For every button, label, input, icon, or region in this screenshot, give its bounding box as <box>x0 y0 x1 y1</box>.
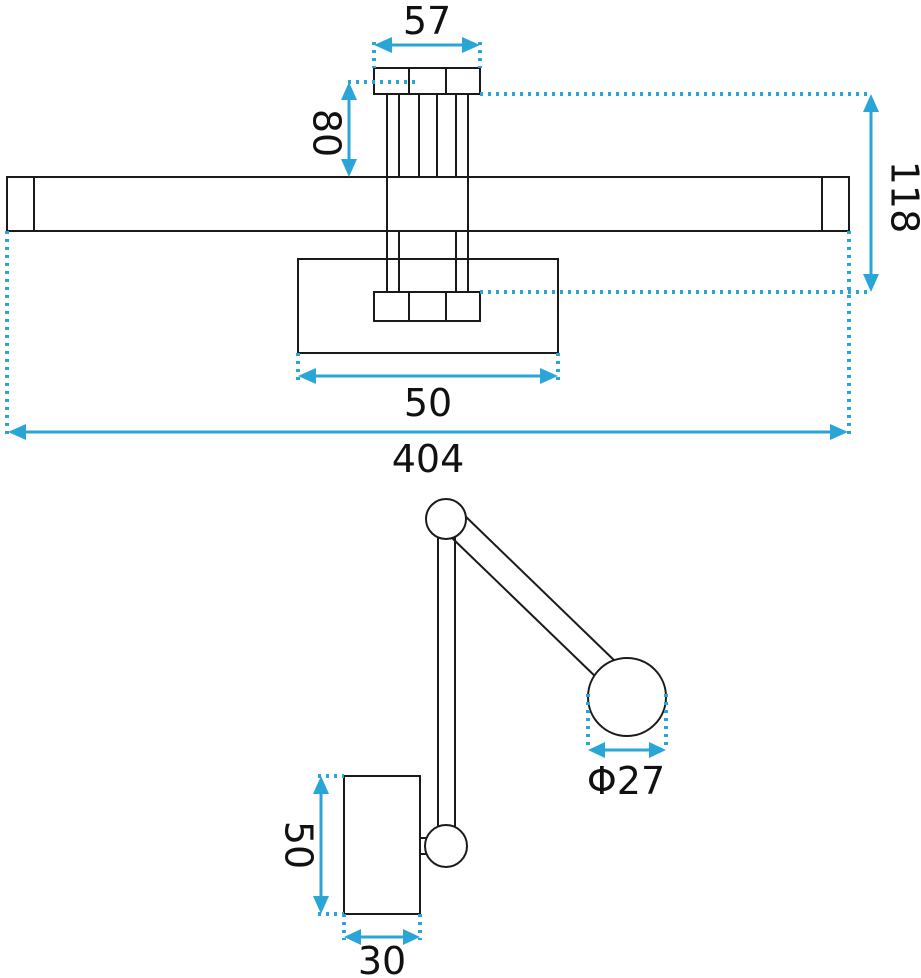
dim-label-mount-height: 80 <box>305 109 349 157</box>
front-view-dimensions: 57 80 118 50 404 <box>5 0 921 481</box>
dim-27-arrow-left <box>588 742 605 758</box>
dim-label-mount-width: 57 <box>403 0 451 43</box>
diagonal-arm-upper <box>461 512 619 665</box>
dim-label-head-diameter: Φ27 <box>587 759 665 803</box>
front-view <box>6 67 850 354</box>
dim-label-total-height: 118 <box>883 161 921 234</box>
dim-118-arrow-bottom <box>863 274 879 292</box>
dim-30-arrow-left <box>344 929 361 945</box>
dim-118-arrow-top <box>863 94 879 112</box>
lower-joint <box>424 824 468 868</box>
dim-50-arrow-left <box>298 368 316 384</box>
dim-57-arrow-right <box>462 37 480 53</box>
dim-27-arrow-right <box>649 742 666 758</box>
bottom-hinge-block <box>373 291 481 322</box>
dim-side50-arrow-top <box>313 776 329 794</box>
dim-30-arrow-right <box>403 929 420 945</box>
dim-57-arrow-left <box>374 37 392 53</box>
lamp-head <box>587 657 667 737</box>
side-view <box>343 498 667 915</box>
dim-label-base-width: 50 <box>404 381 452 425</box>
wall-plate <box>297 258 559 354</box>
diagonal-arm-lower <box>450 536 600 681</box>
upper-joint <box>425 498 467 540</box>
dim-label-side-depth: 30 <box>358 939 406 978</box>
wall-block <box>343 775 421 915</box>
center-rod <box>418 84 438 176</box>
dim-50-arrow-right <box>540 368 558 384</box>
dim-80-arrow-top <box>341 82 357 100</box>
dim-404-arrow-right <box>830 424 848 440</box>
dim-label-side-height: 50 <box>277 821 321 869</box>
dim-404-arrow-left <box>8 424 26 440</box>
dim-80-arrow-bottom <box>341 159 357 177</box>
side-view-dimensions: Φ27 50 30 <box>277 694 668 978</box>
dim-side50-arrow-bottom <box>313 896 329 914</box>
dim-label-total-width: 404 <box>392 437 465 481</box>
bar-connector <box>386 176 469 232</box>
top-hinge-block <box>373 67 481 95</box>
